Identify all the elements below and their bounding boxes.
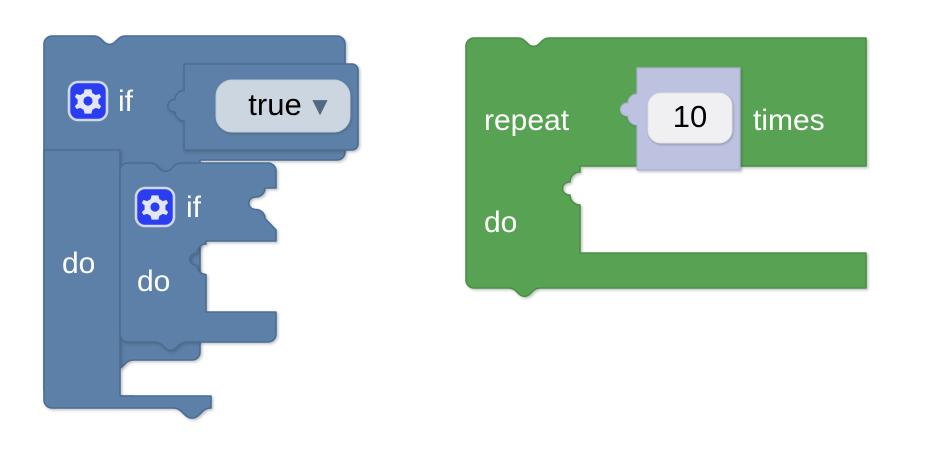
do-outer-label: do [62, 247, 95, 280]
if-inner-label: if [186, 191, 202, 224]
block-controls-repeat[interactable] [465, 37, 867, 298]
number-input-background[interactable] [647, 92, 733, 144]
boolean-dropdown-value[interactable]: true [248, 87, 301, 122]
mutator-button-inner[interactable] [134, 186, 176, 228]
if-outer-label: if [118, 85, 134, 118]
do-loop-label: do [484, 206, 517, 239]
boolean-dropdown-background[interactable] [215, 79, 351, 133]
boolean-dropdown[interactable] [215, 79, 351, 133]
controls-repeat-shape[interactable] [465, 37, 867, 298]
number-input-value[interactable]: 10 [673, 99, 707, 134]
times-label: times [753, 104, 825, 137]
number-input[interactable] [647, 92, 733, 144]
chevron-down-icon[interactable]: ▼ [307, 91, 333, 121]
repeat-label: repeat [484, 104, 570, 137]
do-inner-label: do [137, 265, 170, 298]
controls-if-outer-body-lower [43, 149, 212, 419]
mutator-button-outer[interactable] [67, 80, 109, 122]
